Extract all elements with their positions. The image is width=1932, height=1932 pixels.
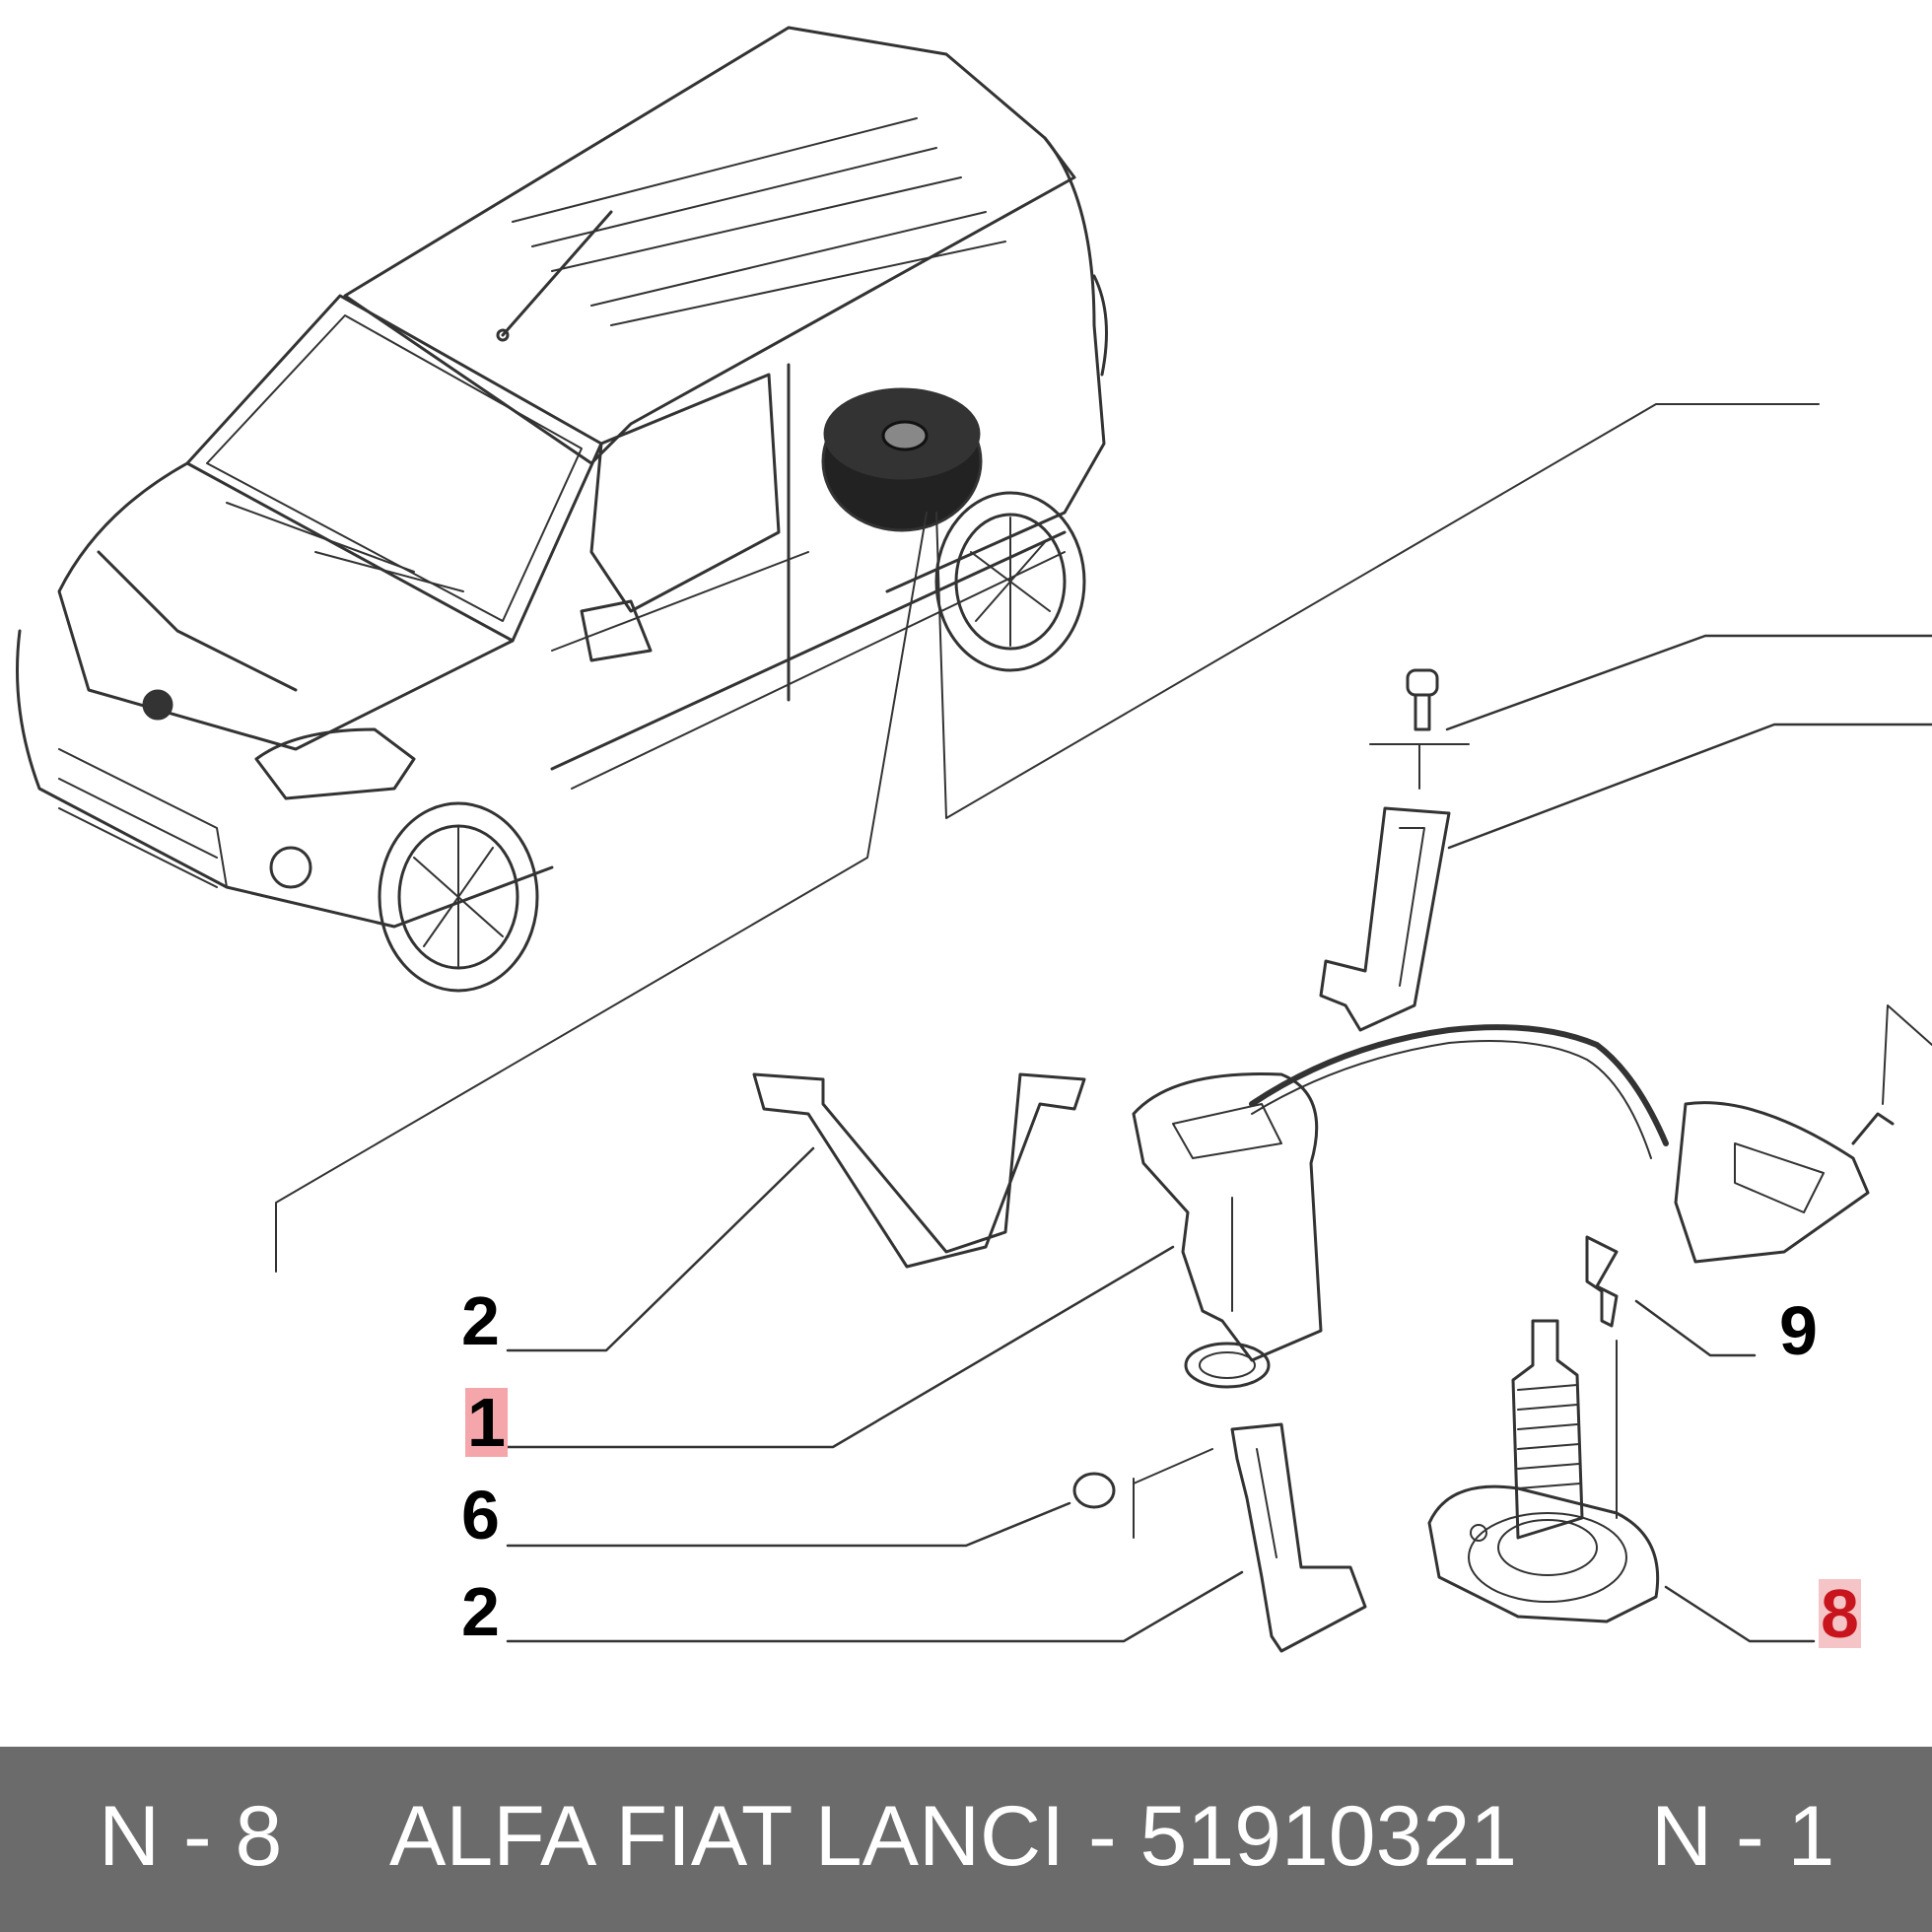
plug-part-6 [1072,1472,1116,1509]
callout-1: 1 [465,1384,508,1461]
van-illustration [16,26,1108,993]
callout-6: 6 [461,1477,500,1553]
footer-bar: N - 8 ALFA FIAT LANCI - 51910321 N - 1 [0,1747,1932,1932]
parts-diagram [16,26,1932,1653]
callout-8: 8 [1819,1575,1861,1652]
footer-right-text: N - 1 [1651,1789,1835,1884]
callout-2-lower: 2 [461,1573,500,1650]
screw-part-9 [1585,1235,1619,1519]
bracket-2-upper [752,1072,1086,1269]
bracket-2-lower [1230,1422,1367,1653]
carrier-part-1 [1132,1004,1932,1389]
callout-9: 9 [1779,1292,1818,1369]
callout-2-upper: 2 [461,1282,500,1359]
footer-center-text: ALFA FIAT LANCI - 51910321 [389,1789,1518,1884]
footer-left-text: N - 8 [99,1789,283,1884]
stud-part-8 [1427,1319,1660,1623]
bracket-upper [1319,806,1451,1032]
bolt-part [1369,668,1470,790]
